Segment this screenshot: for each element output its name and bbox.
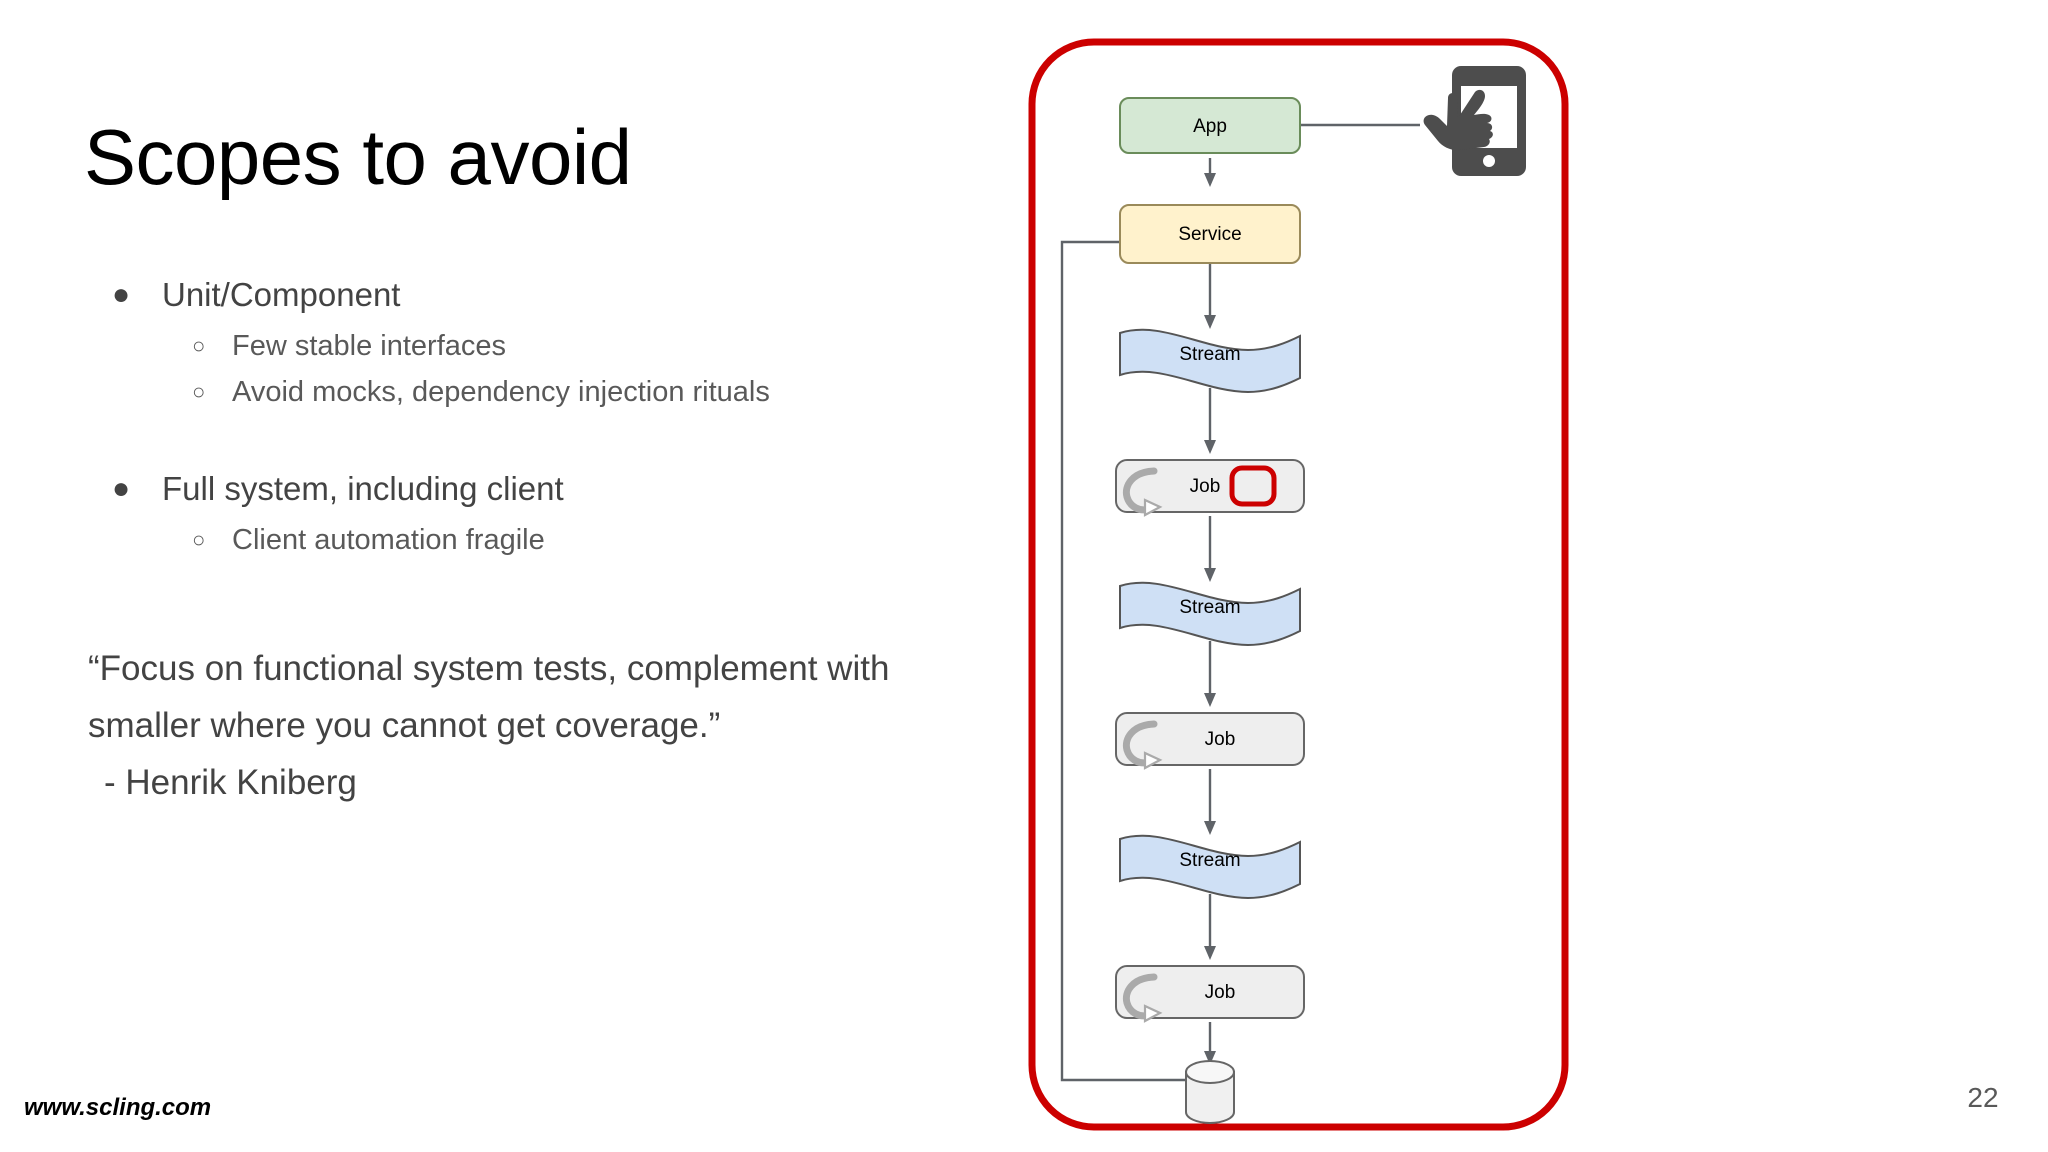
node-service[interactable]: Service	[1119, 204, 1301, 264]
node-service-shape	[1119, 204, 1301, 264]
node-stream3-shape	[1119, 834, 1301, 900]
bullet-marker-hollow: ○	[192, 379, 206, 404]
node-stream2-shape	[1119, 581, 1301, 647]
page-number: 22	[1967, 1082, 1999, 1113]
list-item: ● Full system, including client	[84, 466, 964, 512]
list-item-label: Client automation fragile	[232, 524, 545, 556]
bullet-list: ● Unit/Component ○ Few stable interfaces…	[84, 272, 964, 564]
node-stream1[interactable]: Stream	[1119, 328, 1301, 394]
node-stream3[interactable]: Stream	[1119, 834, 1301, 900]
node-app-label: App	[1193, 116, 1227, 137]
list-item-label: Full system, including client	[162, 470, 564, 507]
node-service-label: Service	[1178, 224, 1241, 245]
page-title: Scopes to avoid	[84, 113, 632, 201]
node-database[interactable]	[1185, 1060, 1235, 1124]
job2-recurring-icon-arrowhead	[1143, 751, 1163, 770]
node-stream1-label: Stream	[1179, 344, 1240, 365]
node-stream2-label: Stream	[1179, 597, 1240, 618]
bullet-marker-hollow: ○	[192, 333, 206, 358]
database-body	[1185, 1071, 1235, 1124]
node-job3-label: Job	[1205, 982, 1236, 1003]
quote-attribution: - Henrik Kniberg	[104, 763, 357, 802]
job1-recurring-icon-arrowhead	[1143, 498, 1163, 517]
architecture-diagram: App Service Stream Job	[1020, 30, 1580, 1140]
node-job3[interactable]: Job	[1115, 965, 1305, 1023]
node-job3-shape	[1115, 965, 1305, 1019]
bullet-marker-hollow: ○	[192, 527, 206, 552]
list-item-label: Avoid mocks, dependency injection ritual…	[232, 376, 770, 408]
job2-recurring-icon	[1122, 720, 1158, 767]
node-job2-label: Job	[1205, 729, 1236, 750]
quote-block: “Focus on functional system tests, compl…	[88, 640, 988, 811]
job3-recurring-icon-arrowhead	[1143, 1004, 1163, 1023]
list-item-label: Unit/Component	[162, 276, 401, 313]
list-item: ○ Avoid mocks, dependency injection ritu…	[84, 370, 964, 414]
scope-boundary-highlight	[1028, 38, 1569, 1131]
list-item: ● Unit/Component	[84, 272, 964, 318]
node-job1-shape	[1115, 459, 1305, 513]
node-job1-label: Job	[1190, 476, 1221, 497]
database-top	[1185, 1060, 1235, 1084]
quote-text: “Focus on functional system tests, compl…	[88, 649, 890, 745]
list-spacer	[84, 416, 964, 466]
job3-recurring-icon	[1122, 973, 1158, 1020]
list-item-label: Few stable interfaces	[232, 330, 507, 362]
node-job2-shape	[1115, 712, 1305, 766]
job1-recurring-icon	[1122, 467, 1158, 514]
node-stream2[interactable]: Stream	[1119, 581, 1301, 647]
edge-database-service-loop	[1060, 240, 1186, 1082]
bullet-marker-filled: ●	[112, 278, 131, 311]
bullet-marker-filled: ●	[112, 472, 131, 505]
list-item: ○ Few stable interfaces	[84, 324, 964, 368]
job1-scope-highlight	[1229, 465, 1277, 507]
footer-url: www.scling.com	[24, 1094, 212, 1121]
node-app-shape	[1119, 97, 1301, 154]
node-job2[interactable]: Job	[1115, 712, 1305, 770]
node-stream1-shape	[1119, 328, 1301, 394]
tablet-hand-tap-icon	[1423, 66, 1526, 176]
list-item: ○ Client automation fragile	[84, 518, 964, 562]
node-app[interactable]: App	[1119, 97, 1301, 154]
node-job1[interactable]: Job	[1115, 459, 1305, 517]
node-stream3-label: Stream	[1179, 850, 1240, 871]
